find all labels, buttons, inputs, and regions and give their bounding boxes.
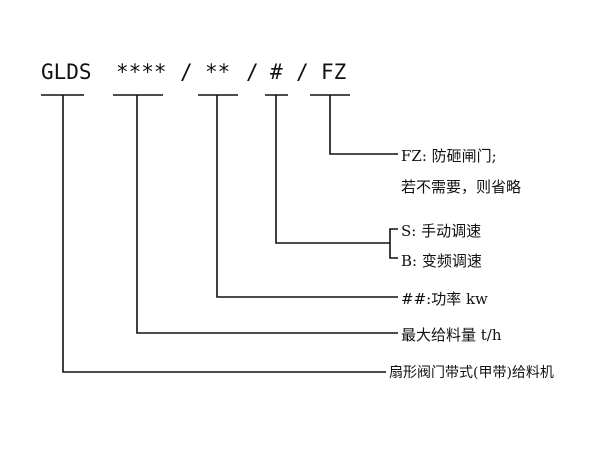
code-separator: / <box>246 60 259 84</box>
code-speed: # <box>270 60 283 84</box>
leader-speed <box>275 95 390 244</box>
label-speed-vfd: B: 变频调速 <box>401 252 482 270</box>
label-machine-name: 扇形阀门带式(甲带)给料机 <box>389 365 554 381</box>
code-separator: / <box>296 60 309 84</box>
code-power: ** <box>205 60 231 84</box>
leader-name <box>62 95 386 373</box>
leader-power <box>216 95 398 298</box>
leader-gate <box>329 95 398 155</box>
label-gate-note: 若不需要，则省略 <box>401 178 522 196</box>
label-capacity: 最大给料量 t/h <box>401 326 502 344</box>
code-capacity: **** <box>116 60 167 84</box>
label-power: ##:功率 kw <box>401 290 488 308</box>
code-prefix: GLDS <box>41 60 92 84</box>
code-separator: / <box>180 60 193 84</box>
label-gate: FZ: 防砸闸门; <box>401 147 497 165</box>
leader-capacity <box>136 95 398 334</box>
code-gate: FZ <box>321 60 347 84</box>
bracket-speed <box>389 228 398 259</box>
label-speed-manual: S: 手动调速 <box>401 222 482 240</box>
